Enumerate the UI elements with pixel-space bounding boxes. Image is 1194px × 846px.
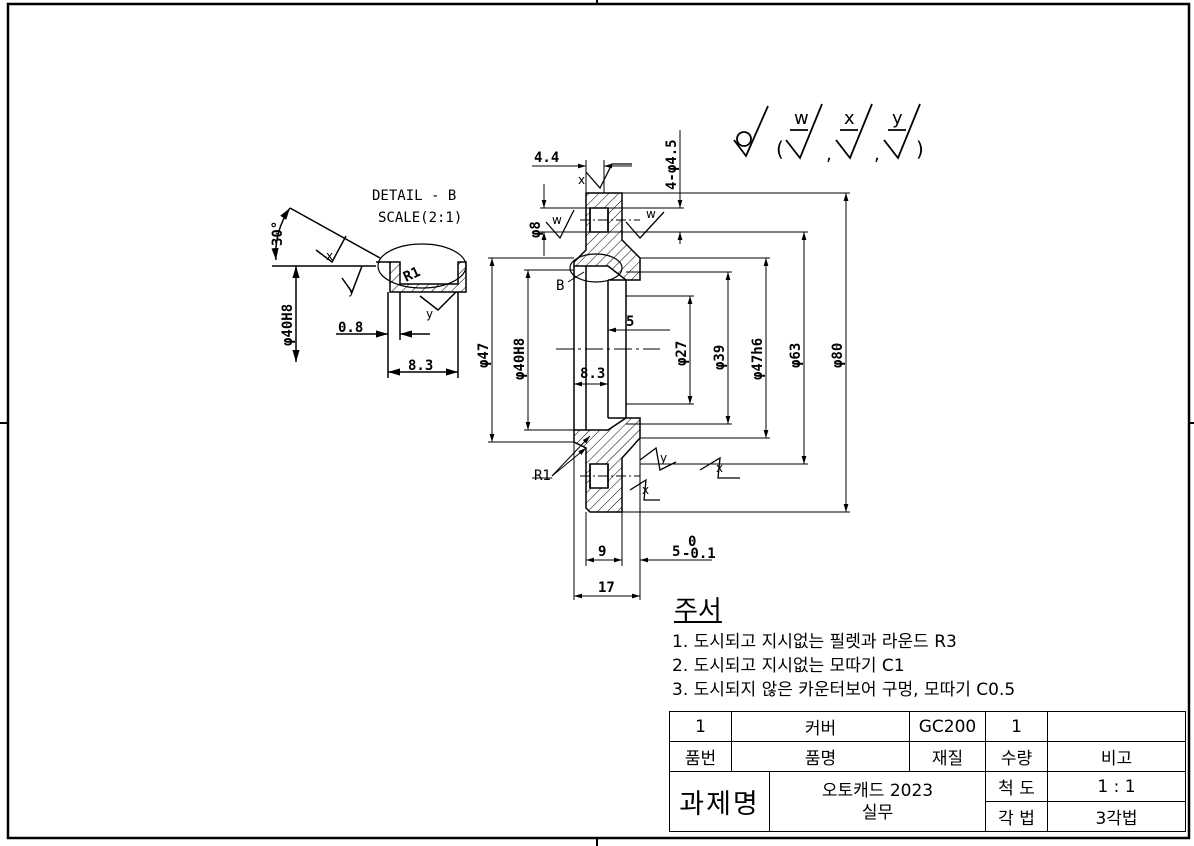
- cell-part-name: 커버: [731, 711, 910, 742]
- cell-quantity: 1: [985, 711, 1048, 742]
- sym-x-detail: x: [326, 249, 333, 263]
- dim-5-tol-base: 5: [672, 544, 680, 560]
- dim-4-4: 4.4: [534, 150, 559, 166]
- title-block-row-project-2: 각 법 3각법: [670, 801, 1186, 832]
- dim-phi40h8: φ40H8: [512, 338, 528, 380]
- legend-comma-2: ,: [874, 144, 880, 165]
- surface-finish-legend-text: w x y ( , , ): [776, 108, 924, 165]
- sym-x-low: x: [642, 483, 649, 497]
- dimension-texts: DETAIL - B SCALE(2:1) B 4.4 4-φ4.5 φ8 φ4…: [270, 139, 846, 596]
- legend-y: y: [892, 108, 903, 129]
- header-material: 재질: [909, 741, 986, 772]
- detail-b-circle: [569, 253, 623, 283]
- project-name-line-2: 실무: [861, 802, 894, 823]
- surface-finish-legend: [733, 103, 921, 160]
- detail-b-title: DETAIL - B: [372, 188, 456, 204]
- section-upper: [573, 192, 641, 281]
- dim-r1-detail: R1: [401, 264, 423, 286]
- symbol-letters: x w w y x x x y y: [326, 173, 723, 497]
- sym-y-detail-2: y: [426, 307, 433, 321]
- dim-phi63: φ63: [788, 343, 804, 368]
- title-block-row-project-1: 과제명 오토캐드 2023 실무 척 도 1 : 1: [669, 771, 1186, 832]
- dim-phi40h8-detail: φ40H8: [280, 304, 296, 346]
- project-name: 오토캐드 2023 실무: [769, 771, 986, 832]
- detail-b-view: [271, 207, 467, 378]
- dim-phi80: φ80: [830, 343, 846, 368]
- detail-b-scale: SCALE(2:1): [378, 210, 462, 226]
- dim-phi47: φ47: [476, 343, 492, 368]
- sheet-border: [6, 2, 1191, 840]
- dim-5-tol-upper: 0: [688, 534, 696, 550]
- sym-x-top: x: [578, 173, 585, 187]
- note-line-2: 2. 도시되고 지시없는 모따기 C1: [672, 656, 905, 676]
- scale-value: 1 : 1: [1047, 771, 1186, 802]
- dim-8-3-detail: 8.3: [408, 358, 433, 374]
- notes-section: 주서 1. 도시되고 지시없는 필렛과 라운드 R3 2. 도시되고 지시없는 …: [672, 596, 1015, 702]
- cell-remarks: [1047, 711, 1186, 742]
- header-part-no: 품번: [669, 741, 732, 772]
- projection-value: 3각법: [1047, 801, 1186, 832]
- main-surface-symbols: [545, 163, 740, 501]
- dim-phi39: φ39: [712, 345, 728, 370]
- sym-x-mid: x: [716, 461, 723, 475]
- dim-5-tol-lower: -0.1: [682, 546, 716, 562]
- projection-label: 각 법: [985, 801, 1048, 832]
- detail-b-profile: [389, 261, 467, 293]
- scale-label: 척 도: [985, 771, 1048, 802]
- sym-y-detail: y: [348, 283, 355, 297]
- dim-8-3-main: 8.3: [580, 366, 605, 382]
- dim-phi8: φ8: [528, 221, 544, 238]
- cell-material: GC200: [909, 711, 986, 742]
- dim-0-8: 0.8: [338, 320, 363, 336]
- notes-title: 주서: [674, 596, 722, 626]
- dim-9: 9: [598, 544, 606, 560]
- dim-4-phi45: 4-φ4.5: [664, 139, 680, 190]
- sym-w-left: w: [552, 213, 562, 227]
- main-section-view: [556, 192, 660, 513]
- dim-17: 17: [598, 580, 615, 596]
- dim-5: 5: [626, 314, 634, 330]
- legend-x: x: [844, 108, 855, 129]
- header-remarks: 비고: [1047, 741, 1186, 772]
- dim-30deg: 30°: [270, 221, 286, 246]
- title-block: 1 커버 GC200 1 품번 품명 재질 수량 비고 과제명 오토캐드 202…: [669, 711, 1186, 832]
- title-block-row-header: 품번 품명 재질 수량 비고: [669, 741, 1186, 772]
- main-dimension-lines: [488, 130, 850, 600]
- legend-close-paren: ): [916, 137, 924, 161]
- project-name-line-1: 오토캐드 2023: [821, 780, 934, 801]
- dim-phi27: φ27: [674, 341, 690, 366]
- project-label: 과제명: [669, 771, 770, 832]
- detail-b-marker: B: [556, 278, 564, 294]
- cell-part-no: 1: [669, 711, 732, 742]
- legend-comma-1: ,: [826, 144, 832, 165]
- dim-r1-main: R1: [534, 468, 551, 484]
- legend-open-paren: (: [776, 137, 784, 161]
- note-line-1: 1. 도시되고 지시없는 필렛과 라운드 R3: [672, 632, 957, 652]
- sym-w-right: w: [646, 207, 656, 221]
- note-line-3: 3. 도시되지 않은 카운터보어 구멍, 모따기 C0.5: [672, 680, 1016, 700]
- dim-phi47h6: φ47h6: [750, 338, 766, 380]
- sym-y-mid: y: [660, 451, 667, 465]
- legend-w: w: [794, 108, 809, 129]
- header-quantity: 수량: [985, 741, 1048, 772]
- header-part-name: 품명: [731, 741, 910, 772]
- title-block-row-part: 1 커버 GC200 1: [669, 711, 1186, 742]
